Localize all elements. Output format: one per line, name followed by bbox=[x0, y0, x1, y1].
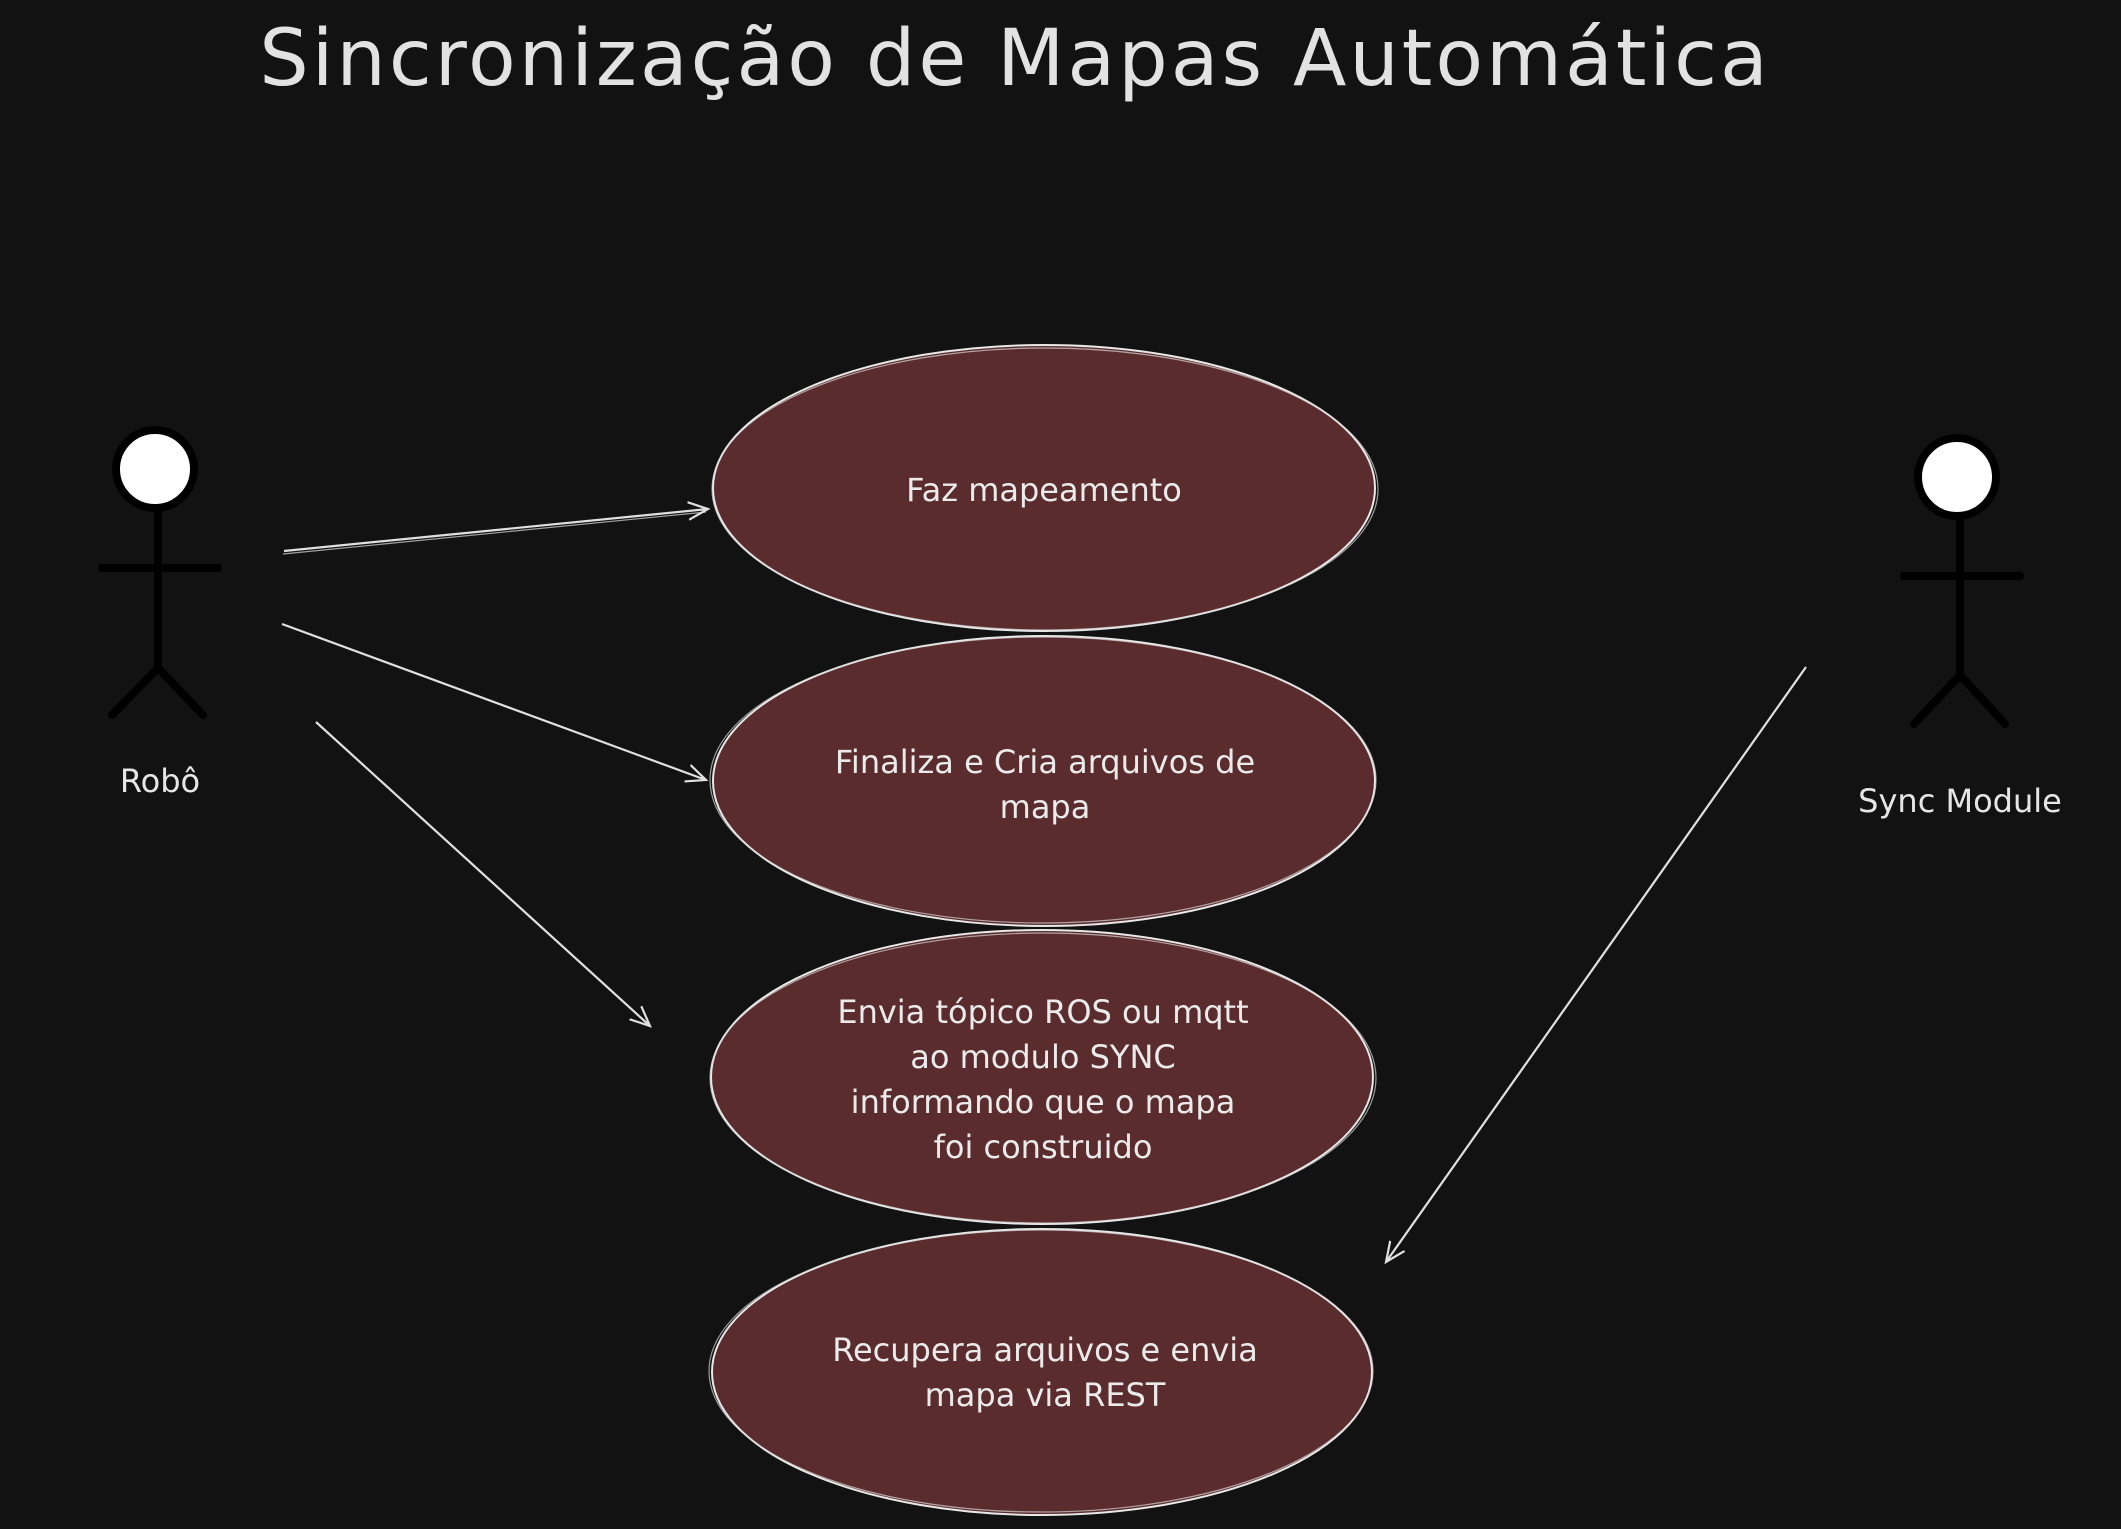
actor-robot-head bbox=[112, 426, 198, 512]
usecase-ellipse-3[interactable] bbox=[709, 929, 1377, 1225]
usecase-4-text: Recupera arquivos e envia mapa via REST bbox=[805, 1318, 1285, 1428]
arrow-sync-to-uc4 bbox=[1386, 666, 1807, 1262]
actor-sync-head bbox=[1914, 434, 2000, 520]
usecase-ellipse-1[interactable] bbox=[711, 344, 1379, 632]
usecase-1-text: Faz mapeamento bbox=[794, 440, 1294, 540]
actor-robot[interactable] bbox=[98, 426, 222, 719]
actor-sync-label: Sync Module bbox=[1858, 782, 2062, 820]
usecase-2-text: Finaliza e Cria arquivos de mapa bbox=[820, 730, 1270, 840]
actor-sync-module[interactable] bbox=[1900, 434, 2024, 728]
arrow-robot-to-uc2 bbox=[281, 622, 706, 780]
diagram-title: Sincronização de Mapas Automática bbox=[259, 14, 1771, 104]
usecase-ellipse-2[interactable] bbox=[709, 635, 1377, 927]
usecase-1-label: Faz mapeamento bbox=[906, 470, 1182, 509]
usecase-4-label: Recupera arquivos e envia mapa via REST bbox=[832, 1331, 1258, 1414]
usecase-2-label: Finaliza e Cria arquivos de mapa bbox=[834, 743, 1256, 826]
actor-robot-label: Robô bbox=[119, 762, 201, 800]
usecase-3-label: Envia tópico ROS ou mqtt ao modulo SYNC … bbox=[837, 993, 1249, 1166]
arrow-robot-to-uc1 bbox=[282, 509, 708, 555]
usecase-3-text: Envia tópico ROS ou mqtt ao modulo SYNC … bbox=[828, 985, 1258, 1175]
arrow-robot-to-uc3 bbox=[315, 721, 650, 1026]
usecase-ellipse-4[interactable] bbox=[708, 1228, 1374, 1516]
